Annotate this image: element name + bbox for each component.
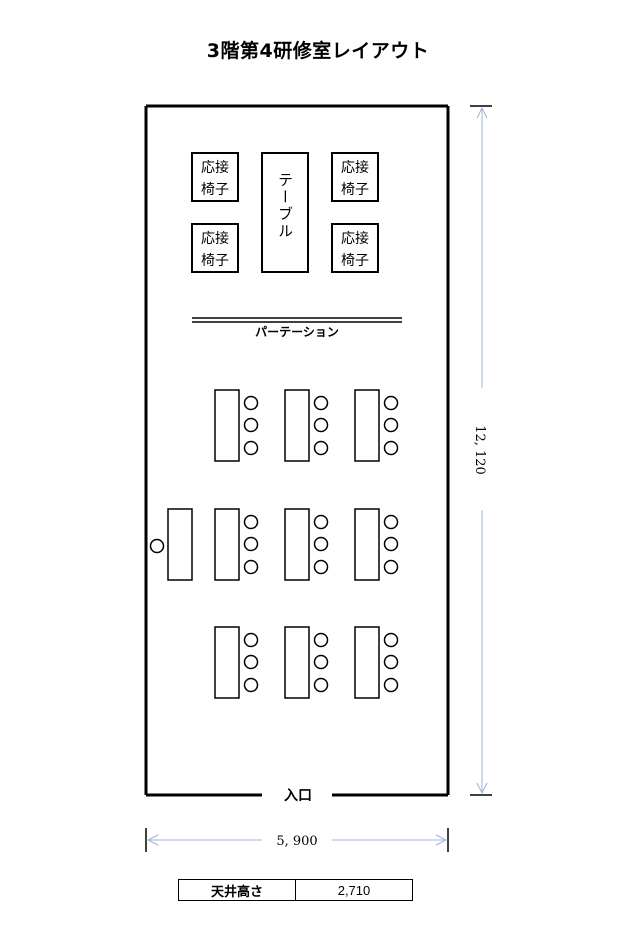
page-title: 3階第4研修室レイアウト xyxy=(206,40,430,62)
student-chair xyxy=(243,677,259,693)
student-chair xyxy=(313,514,329,530)
student-chair xyxy=(313,417,329,433)
student-chair xyxy=(383,677,399,693)
instructor-desk xyxy=(149,508,193,581)
student-desks xyxy=(214,389,399,699)
chair-label-line2: 椅子 xyxy=(201,253,229,269)
reception-chair: 応接 椅子 xyxy=(191,152,239,202)
chair-label-line1: 応接 xyxy=(341,230,369,247)
desk-group xyxy=(284,626,329,699)
desk-group xyxy=(354,389,399,462)
reception-table: テーブル xyxy=(261,152,309,273)
desk-group xyxy=(214,626,259,699)
desk-group xyxy=(354,508,399,581)
student-chair xyxy=(243,514,259,530)
student-chair xyxy=(243,440,259,456)
student-desk xyxy=(214,508,240,581)
student-chair xyxy=(243,395,259,411)
reception-chair: 応接 椅子 xyxy=(191,223,239,273)
student-desk xyxy=(354,389,380,462)
student-chair xyxy=(313,536,329,552)
partition xyxy=(192,317,402,323)
student-chair xyxy=(383,440,399,456)
student-chair xyxy=(243,417,259,433)
chair-label-line1: 応接 xyxy=(341,159,369,176)
chair-label-line2: 椅子 xyxy=(201,182,229,198)
desk-group xyxy=(354,626,399,699)
width-dimension-label: 5, 900 xyxy=(276,834,317,849)
desk-group xyxy=(214,389,259,462)
table-label: テーブル xyxy=(276,172,294,240)
student-chair xyxy=(243,632,259,648)
depth-dimension-label: 12, 120 xyxy=(472,425,487,475)
ceiling-height-label: 天井高さ xyxy=(178,879,296,901)
student-chair xyxy=(383,514,399,530)
room-walls xyxy=(144,104,450,797)
student-chair xyxy=(383,559,399,575)
chair-label-line1: 応接 xyxy=(201,230,229,247)
student-chair xyxy=(243,536,259,552)
ceiling-height-table: 天井高さ 2,710 xyxy=(178,879,413,901)
student-desk xyxy=(284,389,310,462)
ceiling-height-value: 2,710 xyxy=(295,879,413,901)
student-desk xyxy=(284,626,310,699)
student-chair xyxy=(383,536,399,552)
student-chair xyxy=(313,632,329,648)
student-chair xyxy=(313,559,329,575)
student-chair xyxy=(313,395,329,411)
entrance-label: 入口 xyxy=(284,788,312,804)
chair-label-line2: 椅子 xyxy=(341,182,369,198)
chair-label-line1: 応接 xyxy=(201,159,229,176)
reception-chair: 応接 椅子 xyxy=(331,152,379,202)
instructor-chair xyxy=(149,538,165,554)
desk-group xyxy=(284,508,329,581)
student-chair xyxy=(383,417,399,433)
width-dimension: 5, 900 xyxy=(145,828,449,852)
partition-label: パーテーション xyxy=(255,325,339,339)
depth-dimension: 12, 120 xyxy=(470,105,492,796)
student-chair xyxy=(383,632,399,648)
student-chair xyxy=(383,654,399,670)
student-desk xyxy=(354,626,380,699)
student-desk xyxy=(284,508,310,581)
desk-group xyxy=(214,508,259,581)
student-chair xyxy=(313,654,329,670)
student-desk xyxy=(354,508,380,581)
reception-chair: 応接 椅子 xyxy=(331,223,379,273)
student-desk xyxy=(214,626,240,699)
desk-group xyxy=(284,389,329,462)
student-chair xyxy=(313,440,329,456)
chair-label-line2: 椅子 xyxy=(341,253,369,269)
student-chair xyxy=(243,654,259,670)
student-chair xyxy=(243,559,259,575)
student-desk xyxy=(214,389,240,462)
student-chair xyxy=(313,677,329,693)
student-chair xyxy=(383,395,399,411)
